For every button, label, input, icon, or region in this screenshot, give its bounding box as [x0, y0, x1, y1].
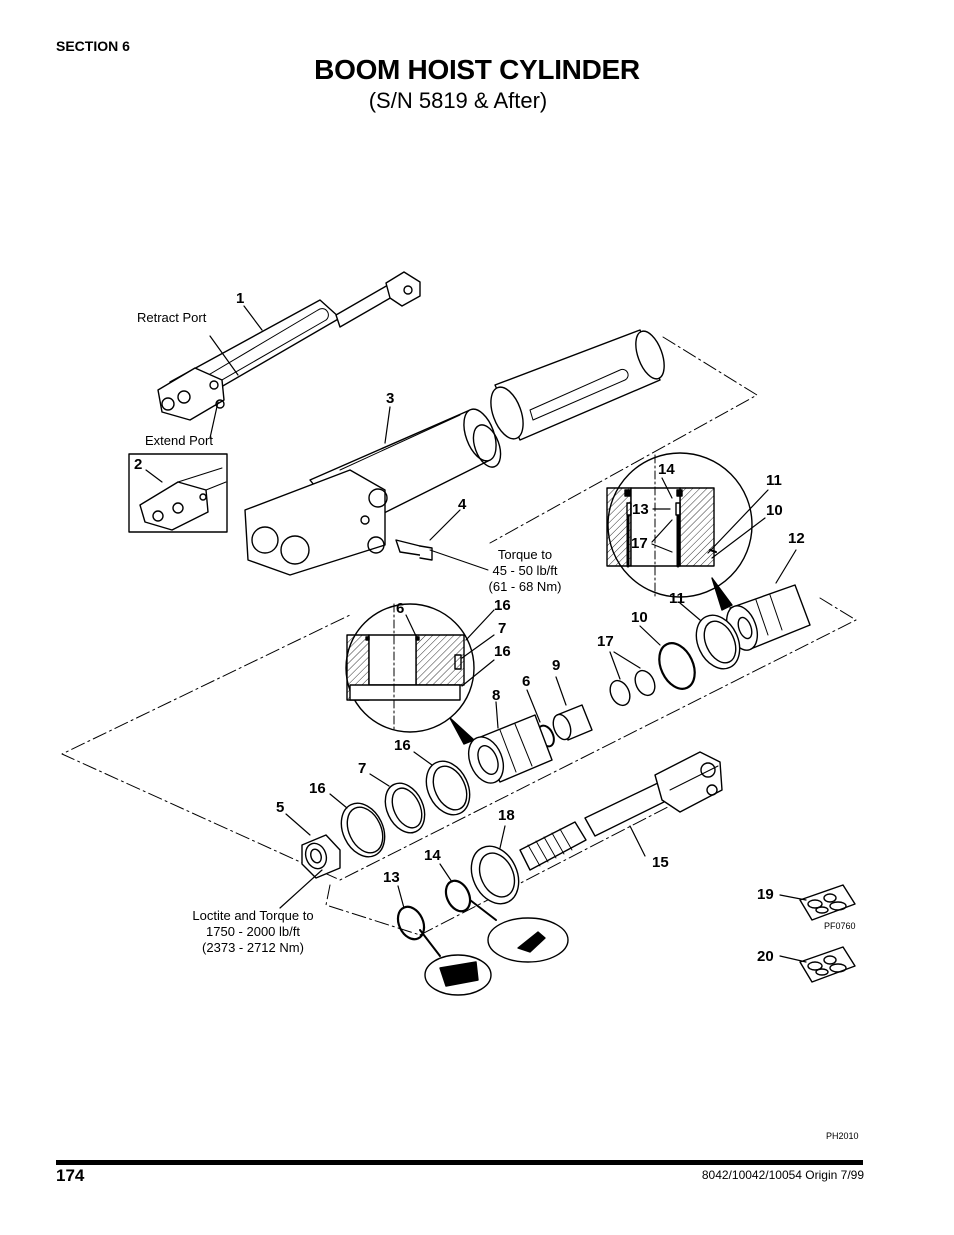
drawing-code: PH2010 — [826, 1131, 859, 1141]
fitting-torque-note: Torque to 45 - 50 lb/ft (61 - 68 Nm) — [478, 547, 572, 595]
callout-4: 4 — [458, 496, 467, 513]
cylinder-barrel — [244, 408, 502, 576]
callout-10-detail: 10 — [766, 502, 783, 519]
callout-7: 7 — [358, 760, 367, 777]
callout-19: 19 — [757, 886, 774, 903]
callout-11: 11 — [669, 590, 685, 607]
kit-code: PF0760 — [824, 921, 856, 931]
page-number: 174 — [56, 1166, 85, 1185]
hydraulic-fitting — [395, 539, 489, 571]
callout-1: 1 — [236, 290, 245, 307]
rod-seal — [384, 782, 426, 834]
seal-kit-19 — [799, 884, 856, 921]
callout-7-detail: 7 — [498, 620, 507, 637]
callout-17-detail: 17 — [631, 535, 648, 552]
callout-2: 2 — [134, 456, 143, 473]
callout-11-detail: 11 — [766, 472, 782, 489]
seal-detail-circle-middle — [345, 603, 475, 745]
clevis-inset-box — [128, 453, 228, 533]
page-title: BOOM HOIST CYLINDER — [314, 54, 640, 85]
callout-14-detail: 14 — [658, 461, 675, 478]
callout-6: 6 — [522, 673, 531, 690]
torque-4-line3: (61 - 68 Nm) — [488, 579, 562, 594]
callout-20: 20 — [757, 948, 774, 965]
callout-18: 18 — [498, 807, 515, 824]
callout-8: 8 — [492, 687, 501, 704]
document-reference: 8042/10042/10054 Origin 7/99 — [701, 1168, 864, 1182]
seal-ring-b — [634, 669, 656, 697]
callout-14: 14 — [424, 847, 441, 864]
callout-12: 12 — [788, 530, 805, 547]
callout-6-detail: 6 — [396, 600, 405, 617]
retaining-ring — [396, 905, 426, 941]
torque-5-line1: Loctite and Torque to — [192, 908, 314, 923]
callout-17: 17 — [597, 633, 614, 650]
callout-16-detail-a: 16 — [494, 597, 511, 614]
page-subtitle: (S/N 5819 & After) — [368, 88, 548, 113]
callout-5: 5 — [276, 799, 285, 816]
torque-4-line1: Torque to — [497, 547, 553, 562]
seal-ring-a — [609, 679, 631, 707]
callout-9: 9 — [552, 657, 561, 674]
callout-16-a: 16 — [394, 737, 411, 754]
wear-ring-lower — [340, 802, 386, 858]
torque-4-line2: 45 - 50 lb/ft — [492, 563, 558, 578]
extend-port-label: Extend Port — [145, 433, 213, 448]
callout-13-detail: 13 — [632, 501, 649, 518]
leader-lines — [145, 305, 807, 963]
assembly-plane-dashdot — [61, 336, 857, 936]
callout-3: 3 — [386, 390, 395, 407]
torque-5-line3: (2373 - 2712 Nm) — [202, 940, 304, 955]
callout-16-detail-b: 16 — [494, 643, 511, 660]
seal-kit-20 — [799, 946, 856, 983]
callout-13: 13 — [383, 869, 400, 886]
torque-5-line2: 1750 - 2000 lb/ft — [206, 924, 300, 939]
gland — [467, 714, 553, 784]
o-ring — [658, 642, 696, 690]
callout-10: 10 — [631, 609, 648, 626]
barrel-tube — [490, 329, 665, 441]
wiper-ring — [425, 760, 471, 816]
section-label: SECTION 6 — [56, 38, 130, 54]
callout-16-b: 16 — [309, 780, 326, 797]
callout-15: 15 — [652, 854, 669, 871]
piston-nut — [301, 834, 341, 879]
footer-rule — [56, 1160, 863, 1165]
piston-rod — [519, 751, 723, 871]
retract-port-label: Retract Port — [137, 310, 207, 325]
seal-detail-circle-upper — [606, 452, 753, 611]
nut-torque-note: Loctite and Torque to 1750 - 2000 lb/ft … — [184, 908, 322, 956]
spacer — [552, 704, 593, 741]
complete-cylinder-assembly — [157, 271, 421, 421]
